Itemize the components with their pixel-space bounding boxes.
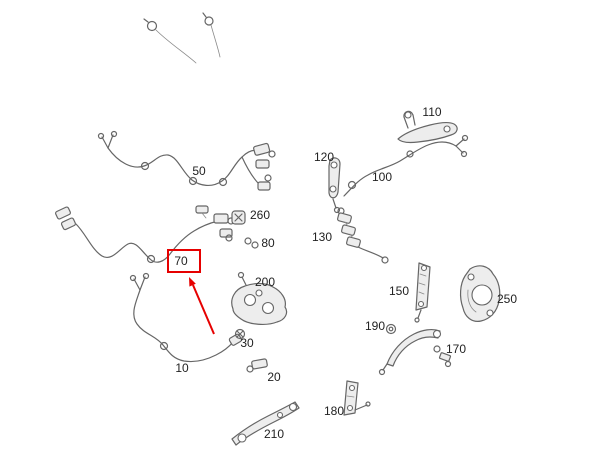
part-label-50[interactable]: 50 bbox=[192, 164, 206, 178]
part-label-180[interactable]: 180 bbox=[323, 404, 345, 418]
bracket-180 bbox=[343, 380, 371, 416]
part-label-70[interactable]: 70 bbox=[174, 254, 188, 268]
part-label-170[interactable]: 170 bbox=[445, 342, 467, 356]
fasteners-80 bbox=[244, 237, 259, 249]
part-label-110[interactable]: 110 bbox=[422, 105, 442, 119]
part-label-210[interactable]: 210 bbox=[263, 427, 285, 441]
harness-70 bbox=[55, 205, 235, 264]
fasteners-170 bbox=[433, 345, 452, 368]
bracket-150 bbox=[414, 262, 431, 323]
pump-200 bbox=[231, 271, 288, 325]
bracket-210 bbox=[231, 401, 300, 446]
bracket-250 bbox=[459, 265, 501, 322]
part-label-30[interactable]: 30 bbox=[240, 336, 254, 350]
harness-100 bbox=[343, 134, 469, 197]
harness-10 bbox=[129, 272, 246, 363]
part-label-100[interactable]: 100 bbox=[371, 170, 393, 184]
clip-parts-top bbox=[143, 12, 221, 64]
grommet-190 bbox=[385, 323, 397, 335]
part-label-200[interactable]: 200 bbox=[254, 275, 276, 289]
part-label-80[interactable]: 80 bbox=[261, 236, 275, 250]
arm-bracket-170 bbox=[378, 328, 442, 376]
part-label-10[interactable]: 10 bbox=[175, 361, 189, 375]
bracket-120 bbox=[328, 157, 341, 214]
bracket-20 bbox=[246, 358, 268, 373]
connector-130 bbox=[337, 207, 389, 264]
harness-50 bbox=[97, 130, 276, 191]
connector-260 bbox=[231, 210, 246, 225]
highlight-box bbox=[167, 249, 201, 273]
part-label-250[interactable]: 250 bbox=[496, 292, 518, 306]
bracket-110 bbox=[397, 110, 458, 144]
part-label-20[interactable]: 20 bbox=[267, 370, 281, 384]
highlight-arrow bbox=[189, 277, 215, 335]
part-label-260[interactable]: 260 bbox=[249, 208, 271, 222]
part-label-130[interactable]: 130 bbox=[311, 230, 333, 244]
part-label-150[interactable]: 150 bbox=[388, 284, 410, 298]
part-label-120[interactable]: 120 bbox=[313, 150, 335, 164]
part-label-190[interactable]: 190 bbox=[364, 319, 386, 333]
